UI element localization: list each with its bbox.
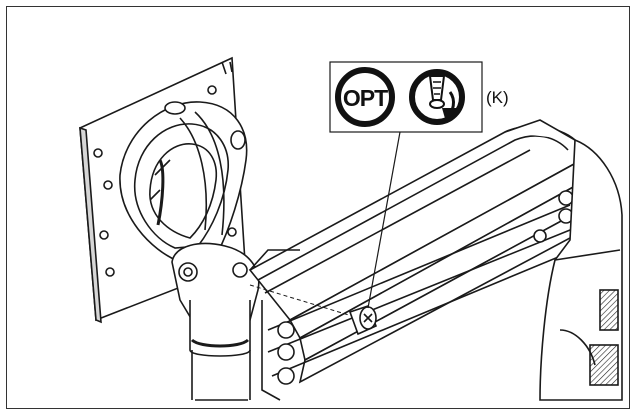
pivot-column [171,242,260,401]
rear-base [539,138,623,401]
leader-line [367,131,401,309]
guide-lines [249,284,353,317]
gas-spring-arm [248,119,601,401]
diagram-frame [6,6,630,409]
callout-box: OPT [329,61,483,133]
screw-rotate-icon [409,69,465,125]
opt-badge-icon [335,67,395,127]
screw-k [348,305,378,336]
tilt-head [119,101,248,263]
part-label-k: (K) [486,88,509,107]
opt-text: OPT [343,85,388,111]
